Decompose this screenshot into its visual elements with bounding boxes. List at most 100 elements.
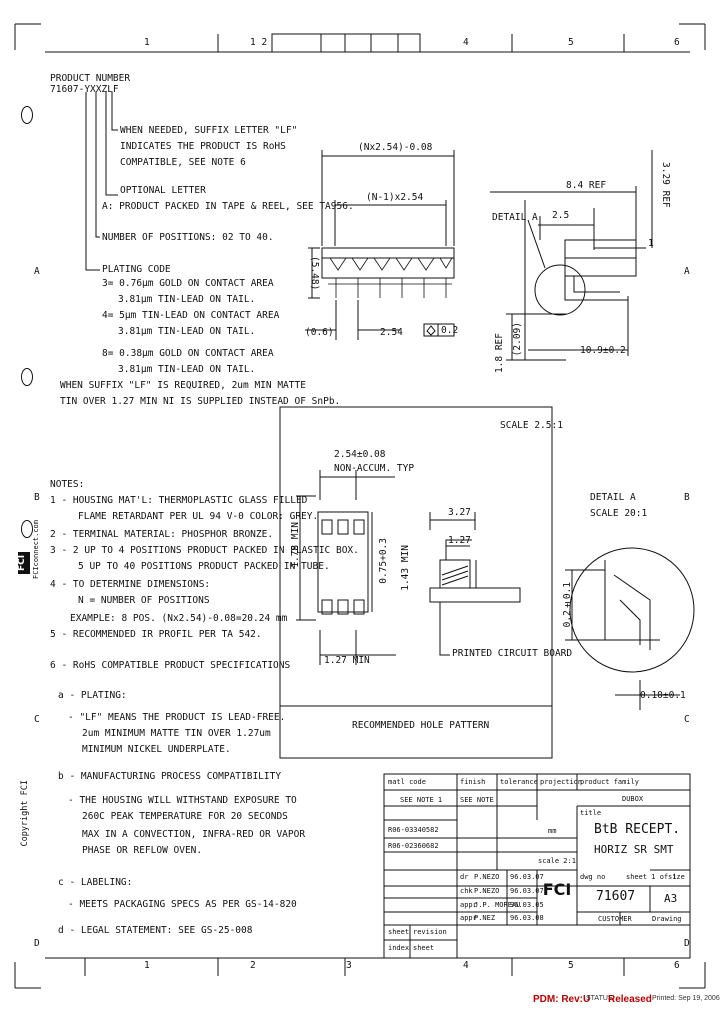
tb-appr-name-4: P.NEZ [474, 914, 496, 922]
tb-matl-value: SEE NOTE 1 [400, 796, 443, 804]
note-4a: N = NUMBER OF POSITIONS [78, 595, 210, 606]
tb-appr-date-4: 96.03.08 [510, 914, 544, 922]
plating-line-2: 3.81µm TIN-LEAD ON TAIL. [118, 294, 256, 305]
dim-height: (5.48) [309, 256, 320, 291]
dim-1: 1 [648, 238, 654, 249]
note-5: 5 - RECOMMENDED IR PROFIL PER TA 542. [50, 629, 262, 640]
row-right-d: D [684, 938, 690, 949]
suffix-required-2: TIN OVER 1.27 MIN NI IS SUPPLIED INSTEAD… [60, 396, 341, 407]
note-1a: 1 - HOUSING MAT'L: THERMOPLASTIC GLASS F… [50, 495, 308, 506]
sidebar-copyright: Copyright FCI [20, 780, 30, 847]
tb-bottom-index: index [388, 944, 410, 952]
pattern-nonaccum: NON-ACCUM. TYP [334, 463, 415, 474]
row-right-c: C [684, 714, 690, 725]
plating-line-5: 8= 0.38µm GOLD ON CONTACT AREA [102, 348, 274, 359]
note-b-1: - THE HOUSING WILL WITHSTAND EXPOSURE TO [68, 795, 297, 806]
tb-title-label: title [580, 809, 602, 817]
zone-bottom-2: 2 [250, 960, 256, 971]
dim-25: 2.5 [552, 210, 570, 221]
row-left-b: B [34, 492, 40, 503]
tb-size-label: size [668, 873, 685, 881]
pattern-scale: SCALE 2.5:1 [500, 420, 563, 431]
optional-1: OPTIONAL LETTER [120, 185, 206, 196]
zone-top-5: 5 [568, 37, 574, 48]
pattern-075: 0.75+0.3 [378, 538, 389, 584]
punch-hole-icon [21, 106, 33, 124]
dim-06: (0.6) [305, 327, 334, 338]
suffix-required-1: WHEN SUFFIX "LF" IS REQUIRED, 2um MIN MA… [60, 380, 306, 391]
tb-tolerance-label: tolerance [500, 778, 538, 786]
dim-329ref: 3.29 REF [660, 162, 671, 208]
tb-matl-label: matl code [388, 778, 426, 786]
note-6: 6 - RoHS COMPATIBLE PRODUCT SPECIFICATIO… [50, 660, 291, 671]
note-a-1: - "LF" MEANS THE PRODUCT IS LEAD-FREE. [68, 712, 286, 723]
tb-appr-role-2: chk [460, 887, 473, 895]
tb-finish-label: finish [460, 778, 486, 786]
note-c-heading: c - LABELING: [58, 877, 133, 888]
tb-drawing: Drawing [652, 915, 682, 923]
detail-a-title: DETAIL A [590, 492, 636, 503]
punch-hole-icon [21, 368, 33, 386]
positions-text: NUMBER OF POSITIONS: 02 TO 40. [102, 232, 274, 243]
dim-109: 10.9±0.2 [580, 345, 626, 356]
zone-bottom-5: 5 [568, 960, 574, 971]
tb-family-label: product family [580, 778, 640, 786]
tb-appr-date-3: 96.03.05 [510, 901, 544, 909]
suffix-note-3: COMPATIBLE, SEE NOTE 6 [120, 157, 246, 168]
zone-top-1: 1 [144, 37, 150, 48]
note-3a: 3 - 2 UP TO 4 POSITIONS PRODUCT PACKED I… [50, 545, 359, 556]
tb-bottom-revision: revision [413, 928, 447, 936]
note-2: 2 - TERMINAL MATERIAL: PHOSPHOR BRONZE. [50, 529, 274, 540]
tb-appr-date-1: 96.03.07 [510, 873, 544, 881]
note-b-4: PHASE OR REFLOW OVEN. [82, 845, 203, 856]
product-number: 71607-YXXZLF [50, 84, 119, 95]
row-left-a: A [34, 266, 40, 277]
dim-18ref: 1.8 REF [494, 333, 505, 374]
zone-top-2: 1 2 [250, 37, 268, 48]
zone-bottom-6: 6 [674, 960, 680, 971]
notes-heading: NOTES: [50, 479, 85, 490]
footer-bar: PDM: Rev:U STATUS: Released Printed: Sep… [0, 990, 720, 1012]
zone-bottom-1: 1 [144, 960, 150, 971]
tb-number: 71607 [596, 889, 636, 904]
sidebar-brand-logo: FCI [17, 554, 27, 572]
tb-finish-value: SEE NOTE [460, 796, 494, 804]
dim-pitch: (N-1)x2.54 [366, 192, 424, 203]
pattern-327: 3.27 [448, 507, 471, 518]
tb-appr-name-1: P.NEZO [474, 873, 500, 881]
plating-line-6: 3.81µm TIN-LEAD ON TAIL. [118, 364, 256, 375]
punch-hole-icon [21, 520, 33, 538]
dim-209: (2.09) [512, 322, 523, 357]
tolerance-box: 0.2 [441, 325, 459, 336]
plating-line-4: 3.81µm TIN-LEAD ON TAIL. [118, 326, 256, 337]
tb-size: A3 [664, 892, 678, 905]
detail-a-dim01: 0.10±0.1 [640, 690, 686, 701]
pattern-127min: 1.27 MIN [324, 655, 370, 666]
note-a-3: MINIMUM NICKEL UNDERPLATE. [82, 744, 231, 755]
row-right-b: B [684, 492, 690, 503]
pattern-178: 1.78 MIN [290, 522, 301, 568]
note-3b: 5 UP TO 40 POSITIONS PRODUCT PACKED IN T… [78, 561, 330, 572]
note-b-3: MAX IN A CONVECTION, INFRA-RED OR VAPOR [82, 829, 306, 840]
tb-title-2: HORIZ SR SMT [594, 843, 674, 856]
note-d: d - LEGAL STATEMENT: SEE GS-25-008 [58, 925, 253, 936]
tb-title-1: BtB RECEPT. [594, 822, 681, 837]
detail-a-dim02: 0.2±0.1 [562, 582, 573, 628]
pattern-pcb: PRINTED CIRCUIT BOARD [452, 648, 573, 659]
note-a-heading: a - PLATING: [58, 690, 127, 701]
zone-top-4: 4 [463, 37, 469, 48]
suffix-note-1: WHEN NEEDED, SUFFIX LETTER "LF" [120, 125, 298, 136]
tb-appr-date-2: 96.03.07 [510, 887, 544, 895]
pattern-pitch: 2.54±0.08 [334, 449, 386, 460]
plating-line-3: 4= 5µm TIN-LEAD ON CONTACT AREA [102, 310, 280, 321]
tb-dwg-label: dwg no [580, 873, 606, 881]
plating-line-1: 3= 0.76µm GOLD ON CONTACT AREA [102, 278, 274, 289]
tb-appr-role-4: appr [460, 914, 477, 922]
product-heading: PRODUCT NUMBER [50, 73, 131, 84]
row-left-d: D [34, 938, 40, 949]
note-b-2: 260C PEAK TEMPERATURE FOR 20 SECONDS [82, 811, 288, 822]
suffix-note-2: INDICATES THE PRODUCT IS RoHS [120, 141, 286, 152]
tb-sheet: sheet 1 of 1 [626, 873, 677, 881]
pattern-143: 1.43 MIN [400, 545, 411, 591]
